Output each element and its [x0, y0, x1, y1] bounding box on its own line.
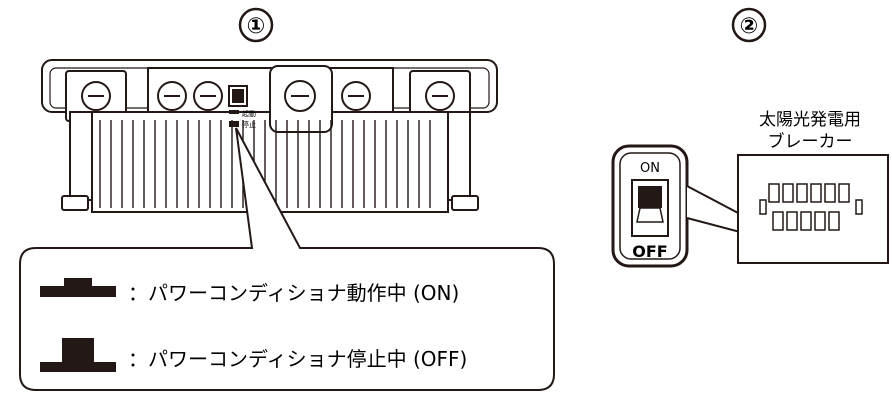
breaker-toggle-closeup: ON OFF — [611, 144, 689, 268]
breaker-side-tab-right — [855, 199, 863, 215]
toggle-on-label: ON — [640, 161, 660, 176]
breaker-switch — [796, 183, 808, 203]
step-2-number: ② — [740, 14, 759, 39]
cap-2 — [157, 81, 187, 111]
legend-callout — [19, 127, 555, 391]
breaker-switch-array — [768, 183, 850, 231]
breaker-switch — [828, 211, 840, 231]
legend: ：パワーコンディショナ動作中 (ON) ：パワーコンディショナ停止中 (OFF) — [40, 278, 467, 372]
on-symbol-icon — [229, 110, 239, 114]
cooling-fin-lines — [99, 120, 431, 208]
step-2-marker: ② — [731, 7, 767, 43]
breaker-switch — [786, 211, 798, 231]
breaker-title-line1: 太陽光発電用 — [759, 110, 861, 130]
cap-1 — [81, 81, 111, 111]
breaker-switch — [824, 183, 836, 203]
cap-3 — [193, 81, 223, 111]
solar-breaker-panel: 太陽光発電用 ブレーカー — [737, 110, 889, 264]
breaker-switch — [800, 211, 812, 231]
breaker-switch — [768, 183, 780, 203]
legend-on-icon — [40, 278, 116, 297]
switch-label-on: 起動 — [242, 109, 256, 118]
legend-on-text: ：パワーコンディショナ動作中 (ON) — [128, 281, 459, 305]
cap-6 — [425, 81, 455, 111]
toggle-off-label: OFF — [632, 242, 667, 261]
operation-switch[interactable] — [228, 85, 248, 107]
mount-foot-left — [61, 195, 89, 211]
switch-labels: 起動 停止 — [229, 109, 256, 129]
knockout-caps — [81, 80, 455, 112]
zoom-pointer — [686, 185, 741, 234]
breaker-switch — [814, 211, 826, 231]
step-1-marker: ① — [238, 7, 274, 43]
cap-5 — [341, 81, 371, 111]
legend-off-text: ：パワーコンディショナ停止中 (OFF) — [128, 347, 467, 371]
breaker-side-tab-left — [759, 199, 767, 215]
breaker-switch — [782, 183, 794, 203]
breaker-title-line2: ブレーカー — [768, 131, 853, 152]
switch-label-off: 停止 — [242, 120, 256, 129]
mount-foot-right — [451, 195, 479, 211]
cap-4 — [284, 80, 316, 112]
power-conditioner-unit — [41, 59, 498, 213]
breaker-switch — [810, 183, 822, 203]
off-symbol-icon — [229, 121, 239, 127]
toggle-lever — [638, 186, 662, 208]
breaker-switch — [838, 183, 850, 203]
legend-off-icon — [40, 338, 116, 372]
breaker-switch — [772, 211, 784, 231]
step-1-number: ① — [247, 14, 266, 39]
